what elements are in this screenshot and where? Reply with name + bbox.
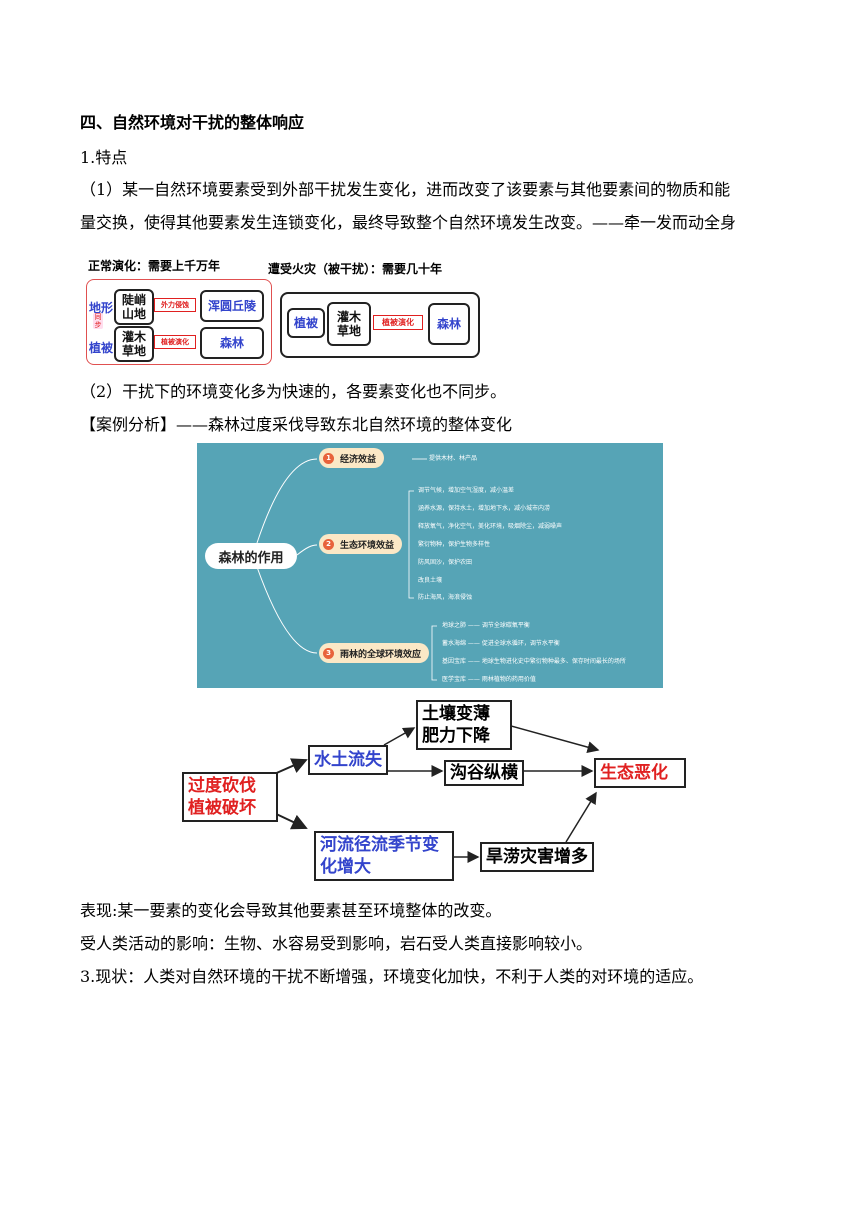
ecological-item: 释放氧气，净化空气，美化环境，吸烟除尘，减弱噪声 [418,523,563,530]
ecological-item: 改良土壤 [418,577,443,584]
right-forest-box: 森林 [428,303,470,345]
section-title: 四、自然环境对干扰的整体响应 [80,113,305,132]
normal-evolution-title: 正常演化：需要上千万年 [88,259,221,273]
paragraph-2: （2）干扰下的环境变化多为快速的，各要素变化也不同步。 [80,382,507,401]
soil-thinning-box: 土壤变薄 肥力下降 [416,700,512,750]
ecological-deterioration-box: 生态恶化 [594,758,686,788]
forest-role-mindmap: 森林的作用 1 经济效益 提供木材、林产品 2 生态环境效益 调节气候，增加空气湿度… [197,443,663,688]
rainforest-item: 地球之肺 —— 调节全球碳氧平衡 [442,622,530,629]
ecological-item: 防风固沙，保护农田 [418,559,473,566]
current-status-line: 3.现状：人类对自然环境的干扰不断增强，环境变化加快，不利于人类的对环境的适应。 [80,967,704,986]
terrain-label: 地形 [89,301,114,315]
node-number-icon: 2 [323,538,334,550]
vegetation-evolution-arrow: 植被演化 [154,335,196,349]
sync-label: 同步 [93,313,103,329]
point-1-heading: 1.特点 [80,148,128,167]
rainforest-item: 蓄水海绵 —— 促进全球水循环，调节水平衡 [442,640,560,647]
rounded-hills-box: 浑圆丘陵 [200,290,264,322]
external-erosion-arrow: 外力侵蚀 [154,298,196,312]
performance-line: 表现:某一要素的变化会导致其他要素甚至环境整体的改变。 [80,901,502,920]
ecological-item: 繁衍物种，保护生物多样性 [418,541,491,548]
mindmap-node-rainforest: 3 雨林的全球环境效应 [319,643,430,663]
node-number-icon: 3 [323,647,334,659]
right-vegetation-box: 植被 [287,308,325,338]
paragraph-1-line-1: （1）某一自然环境要素受到外部干扰发生变化，进而改变了该要素与其他要素间的物质和… [80,180,731,199]
mindmap-branches [256,458,437,681]
flood-drought-box: 旱涝灾害增多 [480,842,594,872]
river-runoff-box: 河流径流季节变 化增大 [314,831,454,881]
ecological-item: 调节气候，增加空气湿度，减小温差 [418,487,515,494]
vegetation-label: 植被 [89,341,114,355]
steep-mountain-box: 陡峭 山地 [114,289,154,325]
human-impact-line: 受人类活动的影响：生物、水容易受到影响，岩石受人类直接影响较小。 [80,934,593,953]
forest-box: 森林 [200,327,264,359]
mindmap-center-node: 森林的作用 [205,543,297,569]
gully-box: 沟谷纵横 [444,760,524,786]
right-evolution-arrow: 植被演化 [373,315,423,330]
node-number-icon: 1 [323,452,334,464]
node-label: 雨林的全球环境效应 [340,649,422,660]
node-label: 经济效益 [340,454,377,465]
mindmap-node-economic: 1 经济效益 [319,448,385,468]
normal-evolution-frame [86,279,272,365]
paragraph-1-line-2: 量交换，使得其他要素发生连锁变化，最终导致整个自然环境发生改变。——牵一发而动全… [80,213,737,232]
rainforest-item: 医学宝库 —— 雨林植物的药用价值 [442,676,536,683]
disturbance-frame [280,292,480,358]
shrub-grass-box: 灌木 草地 [114,326,154,362]
right-shrub-box: 灌木 草地 [327,302,371,346]
economic-item: 提供木材、林产品 [429,455,478,462]
rainforest-item: 基因宝库 —— 地球生物进化史中繁衍物种最多、保存时间最长的场所 [442,658,626,665]
ecological-item: 防止海风，海浪侵蚀 [418,594,473,601]
mindmap-node-ecological: 2 生态环境效益 [319,534,403,554]
soil-erosion-box: 水土流失 [308,745,388,775]
node-label: 生态环境效益 [340,540,395,551]
cause-box: 过度砍伐 植被破坏 [182,772,278,822]
fire-disturbance-title: 遭受火灾（被干扰）：需要几十年 [268,262,443,276]
case-analysis-title: 【案例分析】——森林过度采伐导致东北自然环境的整体变化 [80,415,513,434]
ecological-item: 涵养水源，保持水土，增加地下水，减小城市内涝 [418,505,551,512]
